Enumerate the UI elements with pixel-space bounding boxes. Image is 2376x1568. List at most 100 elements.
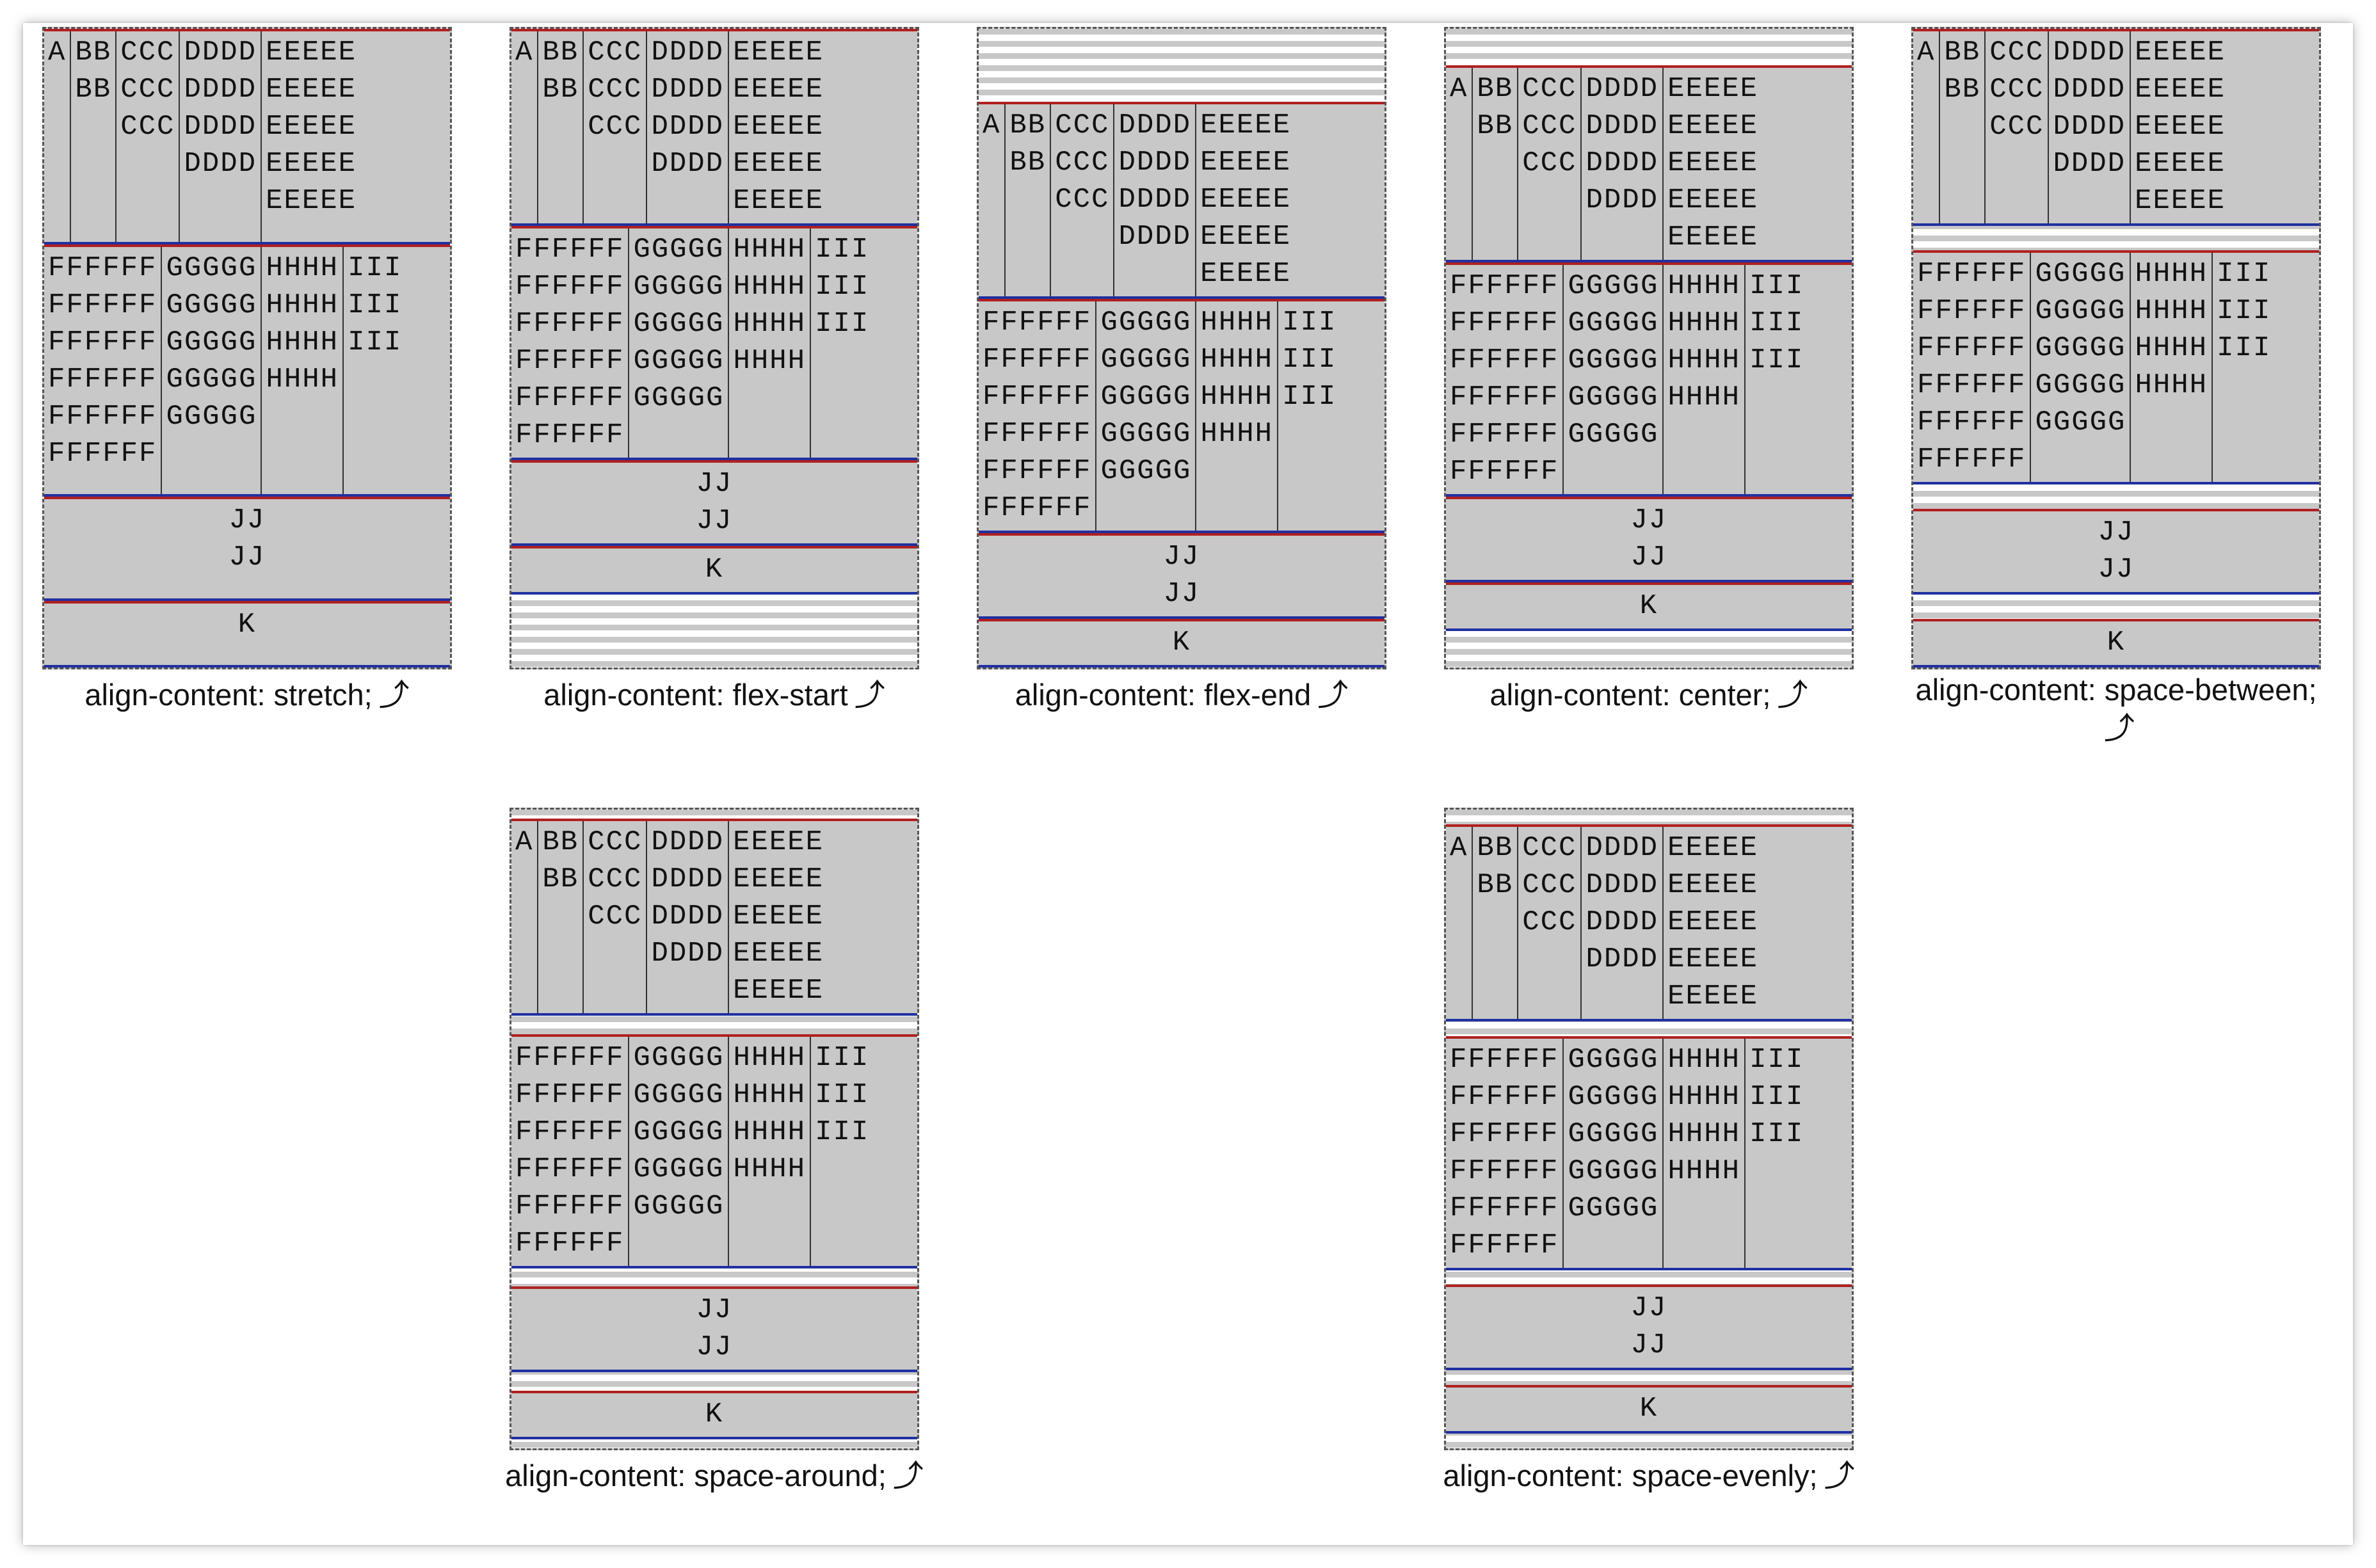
item-g: GGGGG GGGGG GGGGG GGGGG GGGGG [162,246,262,494]
item-k: K [1639,590,1658,622]
item-c: CCC CCC CCC [1518,826,1582,1019]
demo-space-around: A BB BB CCC CCC CCC DDDD DDDD DDDD DDDD … [510,808,919,1450]
item-b: BB BB [71,31,117,242]
item-e: EEEEE EEEEE EEEEE EEEEE EEEEE [266,36,357,217]
item-j: JJ JJ [1630,504,1667,573]
item-f: FFFFFF FFFFFF FFFFFF FFFFFF FFFFFF FFFFF… [1446,265,1564,494]
item-k: K [1172,627,1191,659]
item-d: DDDD DDDD DDDD DDDD [180,31,262,242]
item-c: CCC CCC CCC [584,31,648,223]
flex-line-4: K [1446,1385,1852,1434]
caption-text: align-content: center; [1489,678,1771,712]
item-g: GGGGG GGGGG GGGGG GGGGG GGGGG [1096,301,1197,531]
item-f: FFFFFF FFFFFF FFFFFF FFFFFF FFFFFF FFFFF… [511,228,630,458]
caption-space-evenly: align-content: space-evenly;⤴ [1406,1457,1892,1496]
item-j: JJ JJ [1630,1292,1667,1362]
link-arrow-icon[interactable]: ⤴ [2103,712,2135,746]
flex-line-2: FFFFFF FFFFFF FFFFFF FFFFFF FFFFFF FFFFF… [1446,1036,1852,1270]
flex-line-3: JJ JJ [44,497,450,601]
item-f: FFFFFF FFFFFF FFFFFF FFFFFF FFFFFF FFFFF… [44,246,163,494]
item-f: FFFFFF FFFFFF FFFFFF FFFFFF FFFFFF FFFFF… [1446,1038,1564,1268]
item-b: BB BB [1473,826,1519,1019]
flex-line-4: K [511,546,917,595]
link-arrow-icon[interactable]: ⤴ [378,678,410,712]
item-j: JJ JJ [2098,516,2135,586]
item-g: GGGGG GGGGG GGGGG GGGGG GGGGG [629,1036,730,1266]
item-k: K [1639,1393,1658,1425]
link-arrow-icon[interactable]: ⤴ [854,678,885,712]
item-j: JJ JJ [1163,541,1200,610]
item-e: EEEEE EEEEE EEEEE EEEEE EEEEE [733,826,824,1007]
item-h: HHHH HHHH HHHH HHHH [729,1036,812,1266]
flex-line-1: A BB BB CCC CCC CCC DDDD DDDD DDDD DDDD … [511,819,917,1016]
caption-center: align-content: center;⤴ [1406,676,1892,715]
flex-line-4: K [44,600,450,668]
item-i: III III III [1749,1043,1804,1150]
item-b: BB BB [1473,68,1519,260]
demo-space-between: A BB BB CCC CCC CCC DDDD DDDD DDDD DDDD … [1911,27,2321,669]
flex-line-3: JJ JJ [1446,1284,1852,1371]
flex-line-1: A BB BB CCC CCC CCC DDDD DDDD DDDD DDDD … [979,102,1385,299]
item-k: K [237,608,257,641]
item-i: III III III [815,234,870,340]
item-e: EEEEE EEEEE EEEEE EEEEE EEEEE [1667,831,1759,1012]
link-arrow-icon[interactable]: ⤴ [892,1459,924,1493]
item-h: HHHH HHHH HHHH HHHH [1196,301,1279,531]
flex-line-2: FFFFFF FFFFFF FFFFFF FFFFFF FFFFFF FFFFF… [979,299,1385,533]
item-i: III III III [1282,307,1337,413]
item-c: CCC CCC CCC [584,821,648,1014]
caption-space-between: align-content: space-between;⤴ [1873,671,2359,748]
item-d: DDDD DDDD DDDD DDDD [1582,826,1664,1019]
item-a: A [44,31,72,242]
demo-flex-start: A BB BB CCC CCC CCC DDDD DDDD DDDD DDDD … [510,27,919,669]
item-g: GGGGG GGGGG GGGGG GGGGG GGGGG [629,228,730,458]
item-e: EEEEE EEEEE EEEEE EEEEE EEEEE [733,36,824,217]
item-i: III III III [815,1041,870,1148]
link-arrow-icon[interactable]: ⤴ [1824,1459,1855,1493]
demo-stretch: A BB BB CCC CCC CCC DDDD DDDD DDDD DDDD … [42,27,452,669]
flex-line-1: A BB BB CCC CCC CCC DDDD DDDD DDDD DDDD … [44,29,450,244]
item-c: CCC CCC CCC [1986,31,2050,223]
item-k: K [705,1398,724,1430]
flex-line-2: FFFFFF FFFFFF FFFFFF FFFFFF FFFFFF FFFFF… [511,1034,917,1268]
item-i: III III III [2217,258,2272,364]
item-d: DDDD DDDD DDDD DDDD [1114,104,1197,296]
item-a: A [1446,826,1473,1019]
item-d: DDDD DDDD DDDD DDDD [647,31,730,223]
item-j: JJ JJ [229,504,266,573]
item-k: K [705,554,724,586]
item-h: HHHH HHHH HHHH HHHH [1664,1038,1746,1268]
caption-text: align-content: flex-start [543,678,848,712]
item-i: III III III [1749,270,1804,376]
flex-line-1: A BB BB CCC CCC CCC DDDD DDDD DDDD DDDD … [1446,824,1852,1021]
item-d: DDDD DDDD DDDD DDDD [2049,31,2131,223]
item-h: HHHH HHHH HHHH HHHH [729,228,812,458]
flex-line-3: JJ JJ [511,1286,917,1373]
item-d: DDDD DDDD DDDD DDDD [1582,68,1664,260]
demo-flex-end: A BB BB CCC CCC CCC DDDD DDDD DDDD DDDD … [977,27,1386,669]
flex-line-2: FFFFFF FFFFFF FFFFFF FFFFFF FFFFFF FFFFF… [44,244,450,497]
item-a: A [511,821,539,1014]
item-b: BB BB [1006,104,1052,296]
item-j: JJ JJ [696,1294,733,1364]
caption-text: align-content: flex-end [1015,678,1312,712]
item-k: K [2107,627,2126,659]
item-c: CCC CCC CCC [116,31,181,242]
item-d: DDDD DDDD DDDD DDDD [647,821,730,1014]
item-h: HHHH HHHH HHHH HHHH [262,246,344,494]
link-arrow-icon[interactable]: ⤴ [1317,678,1349,712]
caption-text: align-content: space-evenly; [1443,1459,1818,1492]
flex-line-1: A BB BB CCC CCC CCC DDDD DDDD DDDD DDDD … [1913,29,2319,226]
flex-line-3: JJ JJ [979,533,1385,619]
flex-line-2: FFFFFF FFFFFF FFFFFF FFFFFF FFFFFF FFFFF… [511,226,917,460]
flex-line-2: FFFFFF FFFFFF FFFFFF FFFFFF FFFFFF FFFFF… [1913,250,2319,484]
flex-line-2: FFFFFF FFFFFF FFFFFF FFFFFF FFFFFF FFFFF… [1446,262,1852,497]
flex-line-3: JJ JJ [1446,497,1852,582]
link-arrow-icon[interactable]: ⤴ [1777,678,1808,712]
flex-line-1: A BB BB CCC CCC CCC DDDD DDDD DDDD DDDD … [511,29,917,226]
item-b: BB BB [1940,31,1986,223]
item-e: EEEEE EEEEE EEEEE EEEEE EEEEE [2135,36,2226,217]
item-j: JJ JJ [696,468,733,537]
caption-flex-end: align-content: flex-end⤴ [938,676,1425,715]
item-f: FFFFFF FFFFFF FFFFFF FFFFFF FFFFFF FFFFF… [1913,253,2032,482]
